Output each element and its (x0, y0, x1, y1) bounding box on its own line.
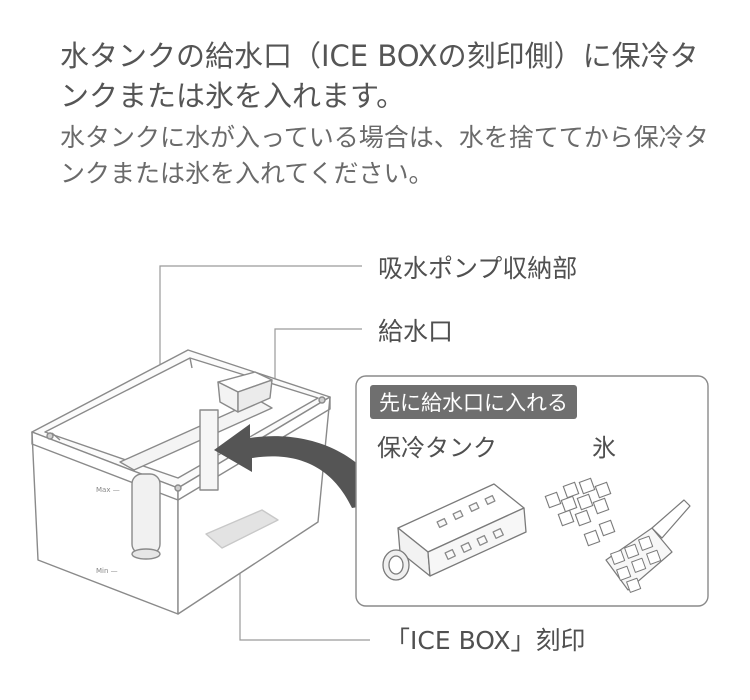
water-tank (31, 349, 331, 615)
ice-label: 氷 (592, 434, 616, 462)
cold-tank-illustration (382, 483, 527, 581)
ice-box-mark-callout: 「ICE BOX」刻印 (385, 626, 586, 655)
ice-cubes-illustration (544, 477, 616, 547)
instruction-note: 水タンクに水が入っている場合は、水を捨ててから保冷タンクまたは氷を入れてください… (60, 123, 709, 188)
instruction-heading: 水タンクの給水口（ICE BOXの刻印側）に保冷タンクまたは氷を入れます。 (60, 39, 699, 113)
inlet-leader-line (274, 328, 362, 390)
icebox-leader-line (239, 560, 370, 641)
cold-tank-label: 保冷タンク (377, 434, 497, 462)
insert-arrow-icon (214, 424, 388, 508)
pump-tube (131, 473, 161, 555)
min-marking: Min — (96, 567, 118, 575)
insert-first-badge: 先に給水口に入れる (370, 385, 577, 419)
pump-housing-callout: 吸水ポンプ収納部 (378, 254, 578, 283)
ice-scoop-illustration (605, 499, 691, 593)
max-marking: Max — (96, 486, 120, 494)
water-inlet-callout: 給水口 (378, 317, 454, 346)
ice-box-stamp (205, 509, 279, 549)
